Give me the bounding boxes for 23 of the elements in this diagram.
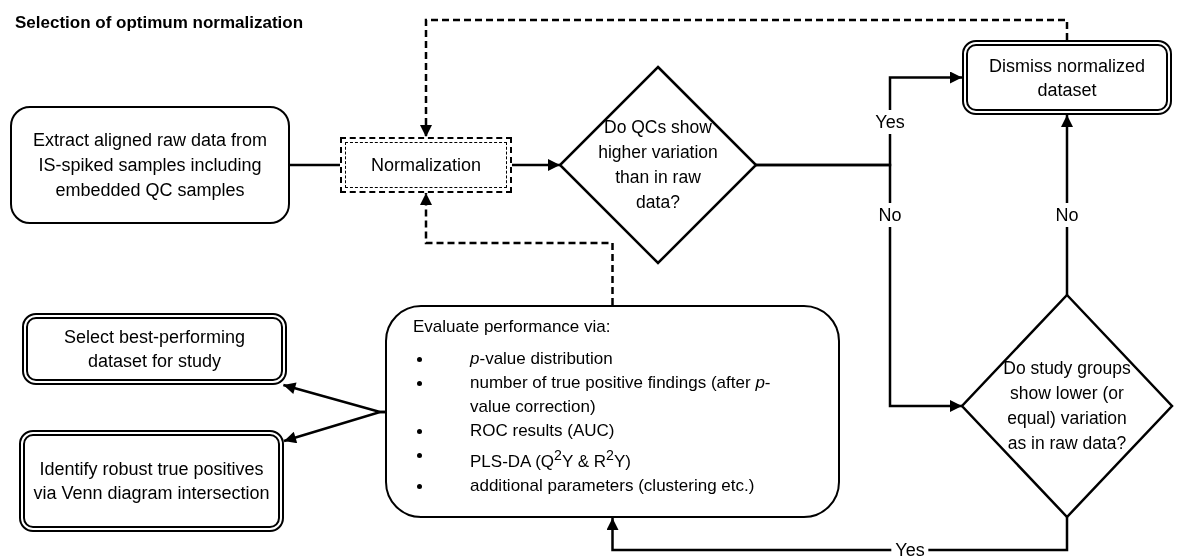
- arrow: [1061, 115, 1073, 295]
- process-box: Normalization: [340, 137, 512, 193]
- arrow: [283, 410, 385, 444]
- dashed-arrow: [420, 193, 614, 305]
- bullet-item: p-value distribution: [413, 347, 824, 371]
- bullet-item: additional parameters (clustering etc.): [413, 473, 824, 498]
- bullet-item: PLS-DA (Q$^{2}$Y & R$^{2}$Y): [413, 443, 824, 474]
- arrow: [606, 517, 1069, 552]
- process-box: Extract aligned raw data from IS-spiked samples including embedded QC samples: [10, 106, 290, 224]
- bullet-item: ROC results (AUC): [413, 419, 824, 443]
- decision-diamond: Do study groups show lower (or equal) variation as in raw data?: [962, 295, 1172, 517]
- terminal-box: Dismiss normalized dataset: [962, 40, 1172, 115]
- panel-heading: Evaluate performance via:: [413, 316, 612, 338]
- connector-line: [290, 163, 340, 167]
- arrow: [512, 159, 560, 171]
- dashed-arrow: [420, 18, 1069, 137]
- diagram-title: Selection of optimum normalization: [15, 13, 304, 33]
- arrow: [756, 163, 962, 412]
- process-box: [385, 305, 840, 518]
- terminal-box: Identify robust true positives via Venn diagram intersection: [19, 430, 284, 532]
- terminal-box: Select best-performing dataset for study: [22, 313, 287, 385]
- decision-diamond: Do QCs show higher variation than in raw data?: [560, 67, 756, 263]
- bullet-item: number of true positive findings (after p-value correction): [413, 371, 800, 419]
